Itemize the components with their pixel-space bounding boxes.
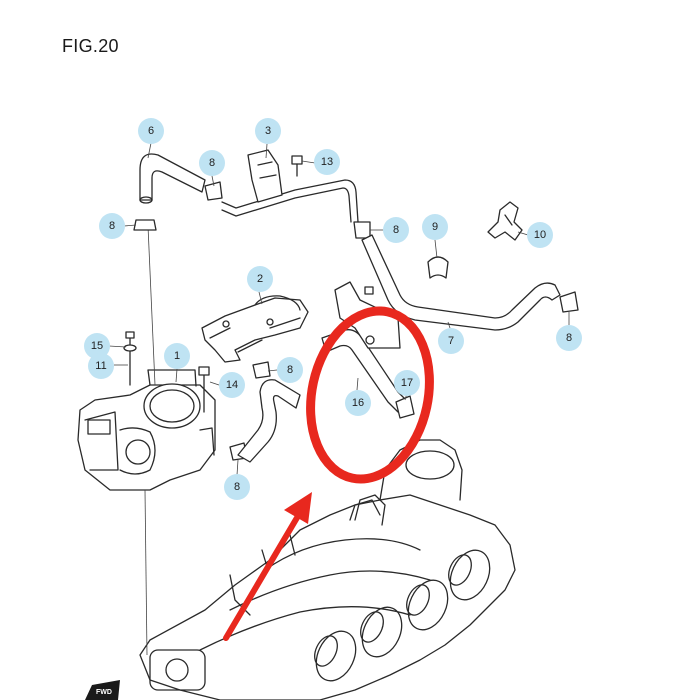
clamp-8-far-right bbox=[559, 291, 579, 313]
highlight-arrow-line bbox=[223, 513, 301, 641]
clamp-8-mid bbox=[252, 361, 271, 379]
bolt-13 bbox=[291, 155, 303, 177]
clamp-8-upper bbox=[204, 181, 223, 201]
callout-3: 3 bbox=[255, 118, 281, 144]
callout-8-c-label: 8 bbox=[393, 224, 399, 236]
callout-10: 10 bbox=[527, 222, 553, 248]
clip-9 bbox=[427, 256, 449, 279]
washer-15 bbox=[123, 344, 137, 352]
callout-9-label: 9 bbox=[432, 221, 438, 233]
callout-14: 14 bbox=[219, 372, 245, 398]
callout-9: 9 bbox=[422, 214, 448, 240]
callout-8-a-label: 8 bbox=[209, 157, 215, 169]
clamp-8-upper-left bbox=[133, 219, 157, 231]
fwd-arrow-icon: FWD bbox=[85, 680, 120, 700]
highlight-ellipse bbox=[306, 306, 434, 484]
callout-11-label: 11 bbox=[95, 360, 106, 372]
callout-8-c: 8 bbox=[383, 217, 409, 243]
callout-1: 1 bbox=[164, 343, 190, 369]
bolt-14 bbox=[198, 366, 210, 413]
callout-2-label: 2 bbox=[257, 273, 263, 285]
callout-6: 6 bbox=[138, 118, 164, 144]
callout-8-e-label: 8 bbox=[287, 364, 293, 376]
callout-7-label: 7 bbox=[448, 335, 454, 347]
callout-8-e: 8 bbox=[277, 357, 303, 383]
hose-lower bbox=[237, 379, 301, 463]
callout-13-label: 13 bbox=[321, 156, 333, 168]
pipe-2 bbox=[201, 295, 309, 363]
callout-14-label: 14 bbox=[226, 379, 238, 391]
callout-8-a: 8 bbox=[199, 150, 225, 176]
throttle-body bbox=[77, 369, 216, 491]
bracket-10 bbox=[487, 201, 523, 241]
pipe-3 bbox=[221, 149, 359, 223]
clamp-8-mid-right bbox=[353, 221, 371, 239]
hose-6 bbox=[139, 153, 206, 204]
intake-manifold bbox=[139, 439, 516, 700]
callout-17-label: 17 bbox=[401, 377, 413, 389]
callout-8-f-label: 8 bbox=[234, 481, 240, 493]
bolt-mini bbox=[364, 286, 374, 295]
fwd-label: FWD bbox=[96, 689, 112, 696]
callout-1-label: 1 bbox=[174, 350, 180, 362]
callout-16-label: 16 bbox=[352, 397, 364, 409]
callout-6-label: 6 bbox=[148, 125, 154, 137]
callout-3-label: 3 bbox=[265, 125, 271, 137]
bolt-11 bbox=[125, 331, 135, 386]
highlight-annotation bbox=[223, 306, 434, 641]
highlight-arrow-head bbox=[284, 492, 312, 524]
callout-8-f: 8 bbox=[224, 474, 250, 500]
figure-title: FIG.20 bbox=[62, 36, 119, 56]
callout-7: 7 bbox=[438, 328, 464, 354]
callout-8-b-label: 8 bbox=[109, 220, 115, 232]
callout-13: 13 bbox=[314, 149, 340, 175]
callout-11: 11 bbox=[88, 353, 114, 379]
callout-15-label: 15 bbox=[91, 340, 103, 352]
callout-15: 15 bbox=[84, 333, 110, 359]
callout-8-d-label: 8 bbox=[566, 332, 572, 344]
callout-17: 17 bbox=[394, 370, 420, 396]
callout-10-label: 10 bbox=[534, 229, 546, 241]
callout-8-d: 8 bbox=[556, 325, 582, 351]
callout-8-b: 8 bbox=[99, 213, 125, 239]
callout-2: 2 bbox=[247, 266, 273, 292]
callout-16: 16 bbox=[345, 390, 371, 416]
hose-7 bbox=[361, 234, 561, 331]
